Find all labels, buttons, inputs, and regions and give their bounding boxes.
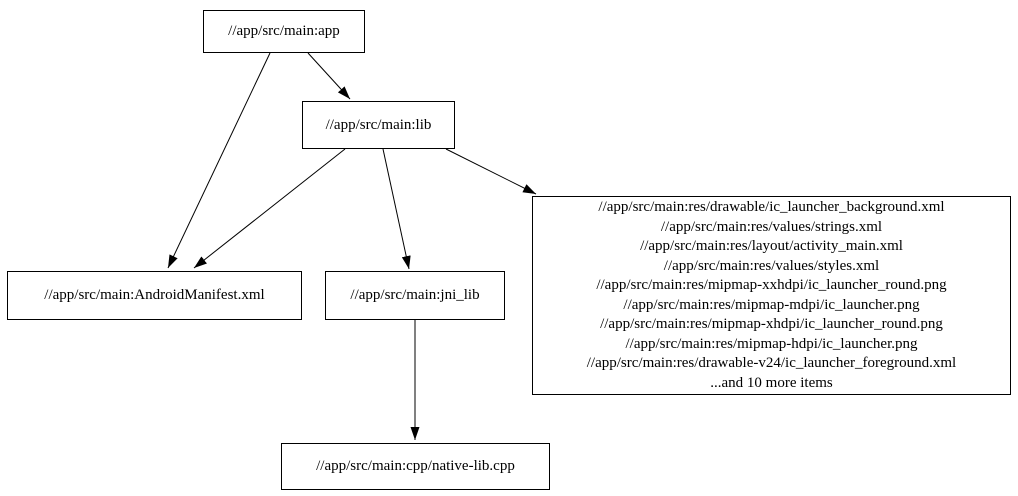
node-app: //app/src/main:app	[203, 10, 365, 53]
edge-lib-to-jnilib	[382, 148, 411, 270]
node-androidmanifest-label: //app/src/main:AndroidManifest.xml	[44, 287, 265, 303]
node-resgroup: //app/src/main:res/drawable/ic_launcher_…	[532, 196, 1011, 395]
node-nativelib-label: //app/src/main:cpp/native-lib.cpp	[316, 458, 515, 474]
res-file-line: //app/src/main:res/mipmap-hdpi/ic_launch…	[625, 335, 918, 352]
res-file-line: //app/src/main:res/mipmap-xxhdpi/ic_laun…	[596, 277, 947, 293]
res-file-line: //app/src/main:res/values/styles.xml	[663, 257, 880, 274]
edge-lib-to-androidmanifest	[193, 148, 346, 269]
res-file-line: //app/src/main:res/layout/activity_main.…	[640, 238, 903, 254]
edge-app-to-androidmanifest	[167, 52, 271, 269]
res-more-items-line: ...and 10 more items	[710, 374, 833, 391]
node-androidmanifest: //app/src/main:AndroidManifest.xml	[7, 271, 302, 320]
node-nativelib: //app/src/main:cpp/native-lib.cpp	[281, 443, 550, 490]
res-file-line: //app/src/main:res/mipmap-mdpi/ic_launch…	[623, 296, 920, 313]
node-jnilib-label: //app/src/main:jni_lib	[350, 287, 480, 303]
res-file-line: //app/src/main:res/drawable/ic_launcher_…	[598, 199, 945, 215]
res-file-line: //app/src/main:res/drawable-v24/ic_launc…	[586, 355, 957, 371]
node-jnilib: //app/src/main:jni_lib	[325, 271, 505, 320]
node-lib: //app/src/main:lib	[302, 101, 455, 149]
node-app-label: //app/src/main:app	[228, 23, 340, 39]
res-file-line: //app/src/main:res/mipmap-xhdpi/ic_launc…	[600, 316, 943, 332]
node-lib-label: //app/src/main:lib	[325, 116, 432, 133]
edge-lib-to-resgroup	[445, 148, 537, 195]
res-file-line: //app/src/main:res/values/strings.xml	[660, 218, 883, 235]
edge-app-to-lib	[307, 52, 351, 100]
